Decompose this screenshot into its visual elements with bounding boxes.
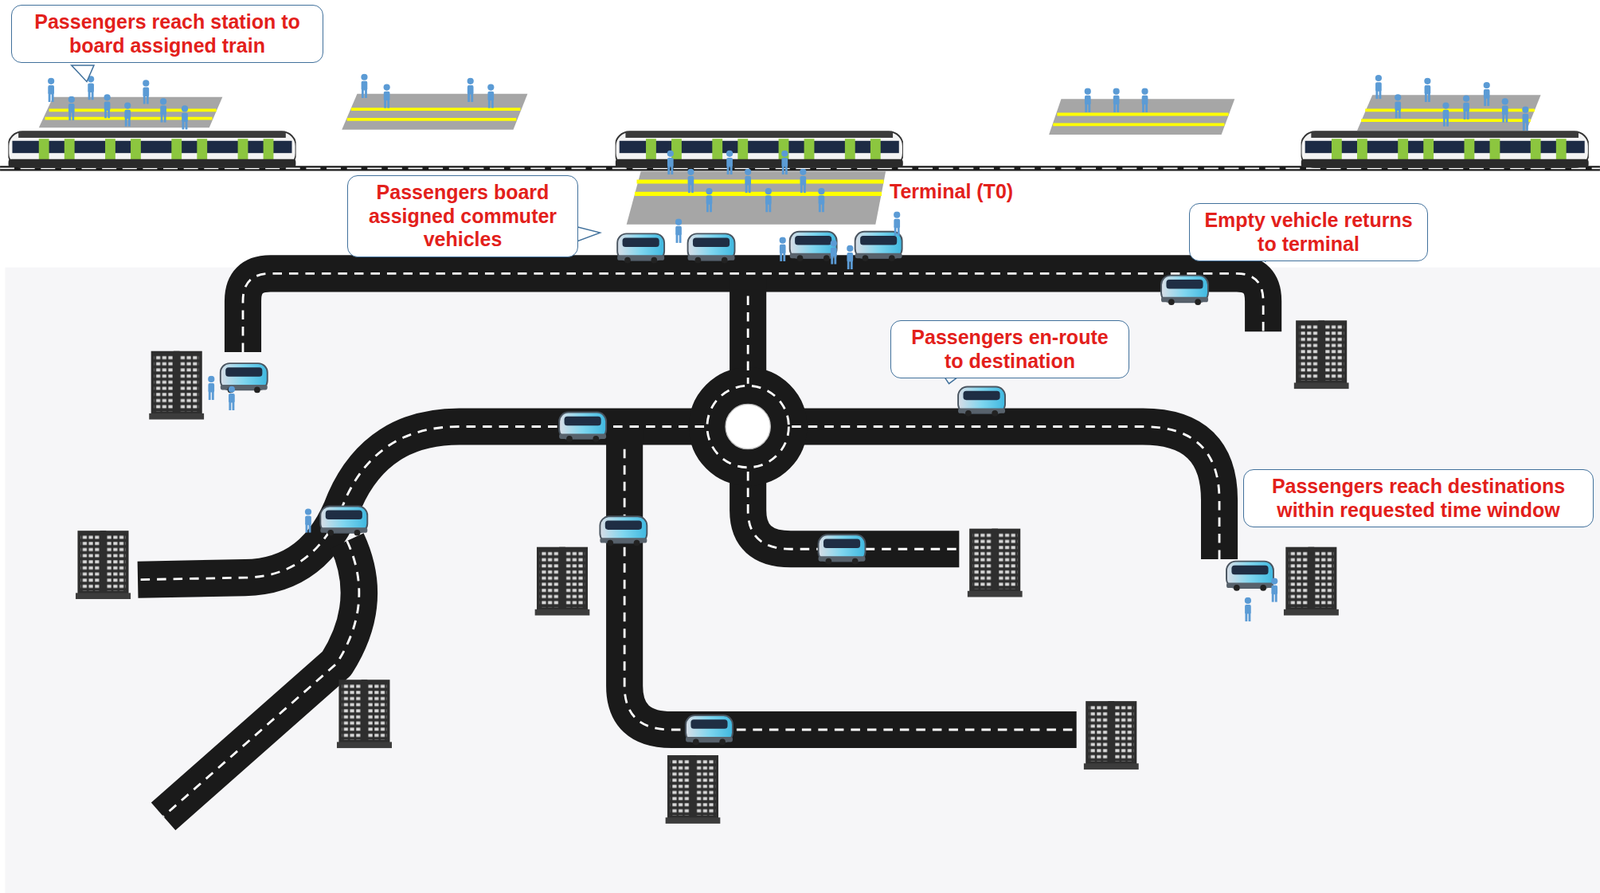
person-figure xyxy=(360,74,368,98)
person-figure xyxy=(87,75,94,100)
person-figure xyxy=(1502,97,1509,122)
person-figure xyxy=(1141,88,1148,113)
person-figure xyxy=(1084,88,1092,113)
person-figure xyxy=(1423,78,1431,102)
person-figure xyxy=(1113,88,1120,113)
person-figure xyxy=(1271,578,1278,603)
person-figure xyxy=(830,239,838,264)
person-figure xyxy=(705,187,712,212)
person-figure xyxy=(1244,597,1252,622)
person-figure xyxy=(781,150,788,175)
person-figure xyxy=(1463,95,1470,120)
callout-box: Passengers reach destinations within req… xyxy=(1243,469,1594,528)
person-figure xyxy=(487,83,494,108)
person-figure xyxy=(893,211,900,236)
person-figure xyxy=(305,508,312,533)
person-figure xyxy=(47,78,55,102)
person-figure xyxy=(124,101,131,126)
person-figure xyxy=(667,150,674,175)
person-figure xyxy=(1394,93,1401,118)
callout-box: Empty vehicle returns to terminal xyxy=(1189,203,1428,262)
person-figure xyxy=(228,386,235,411)
person-figure xyxy=(846,245,853,270)
callout-box: Passengers board assigned commuter vehic… xyxy=(347,175,579,258)
person-figure xyxy=(1521,106,1529,131)
person-figure xyxy=(817,187,825,212)
person-figure xyxy=(160,97,167,122)
person-figure xyxy=(1483,82,1491,106)
person-figure xyxy=(207,375,215,400)
person-figure xyxy=(765,187,772,212)
callout-box: Passengers en-route to destination xyxy=(890,320,1130,379)
callout-box: Passengers reach station to board assign… xyxy=(11,4,324,63)
callout-text: Passengers board assigned commuter vehic… xyxy=(357,180,568,252)
person-figure xyxy=(181,105,188,130)
terminal-label: Terminal (T0) xyxy=(889,179,1014,204)
callout-text: Passengers reach destinations within req… xyxy=(1253,474,1584,522)
person-figure xyxy=(104,93,111,118)
person-figure xyxy=(1442,101,1449,126)
person-figure xyxy=(744,168,752,193)
person-figure xyxy=(799,168,806,193)
person-figure xyxy=(687,168,694,193)
callout-text: Passengers en-route to destination xyxy=(900,325,1119,373)
person-figure xyxy=(726,150,733,175)
callout-text: Passengers reach station to board assign… xyxy=(21,10,313,58)
person-figure xyxy=(1375,74,1382,99)
callout-text: Empty vehicle returns to terminal xyxy=(1199,208,1418,256)
person-figure xyxy=(142,79,149,104)
person-figure xyxy=(675,219,682,243)
person-figure xyxy=(68,96,75,121)
person-figure xyxy=(467,78,474,102)
person-figure xyxy=(779,237,787,262)
person-figure xyxy=(383,83,391,108)
